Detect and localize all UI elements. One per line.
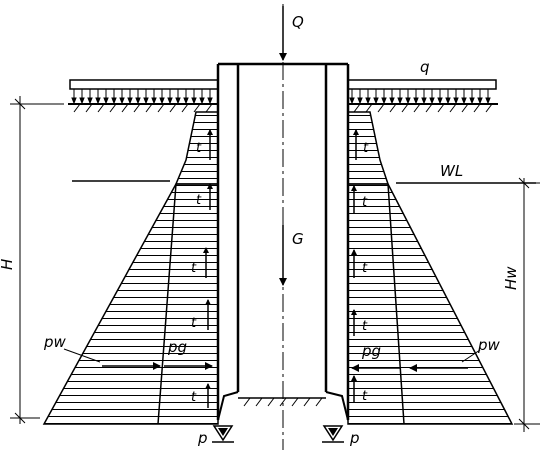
label-Hw: Hw	[502, 266, 520, 290]
label-t-left-5: t	[191, 390, 197, 405]
dimension-Hw	[514, 177, 540, 432]
label-pw-right: pw	[477, 336, 501, 354]
ground-surface-left	[68, 103, 218, 113]
label-t-right-1: t	[363, 141, 369, 156]
pressure-diagram-right	[347, 111, 514, 425]
label-p-right: p	[349, 429, 360, 447]
label-H: H	[0, 259, 16, 270]
label-t-left-2: t	[196, 193, 202, 208]
label-t-left-3: t	[191, 261, 197, 276]
water-level-lines	[72, 180, 536, 184]
ground-surface-right	[348, 103, 498, 113]
water-pressure-arrows	[102, 362, 468, 372]
label-q: q	[420, 58, 430, 76]
label-t-right-4: t	[362, 319, 368, 334]
surcharge-right	[347, 79, 497, 105]
reaction-p-right	[322, 425, 344, 443]
label-pw-left: pw	[43, 333, 67, 351]
friction-arrows-right	[351, 129, 359, 402]
dimension-H	[10, 96, 64, 424]
label-t-right-3: t	[362, 261, 368, 276]
surcharge-left	[69, 79, 219, 105]
label-t-right-2: t	[362, 195, 368, 210]
label-t-left-1: t	[196, 141, 202, 156]
friction-arrows-left	[203, 129, 213, 408]
label-G: G	[292, 230, 304, 248]
earth-pressure-arrows	[164, 362, 400, 372]
label-Q: Q	[292, 13, 304, 31]
label-t-right-5: t	[362, 389, 368, 404]
label-p-left: p	[197, 429, 208, 447]
label-pg-left: pg	[167, 338, 187, 356]
label-WL: WL	[440, 162, 463, 180]
label-pg-right: pg	[361, 342, 381, 360]
label-t-left-4: t	[191, 316, 197, 331]
reaction-p-left	[212, 425, 234, 443]
